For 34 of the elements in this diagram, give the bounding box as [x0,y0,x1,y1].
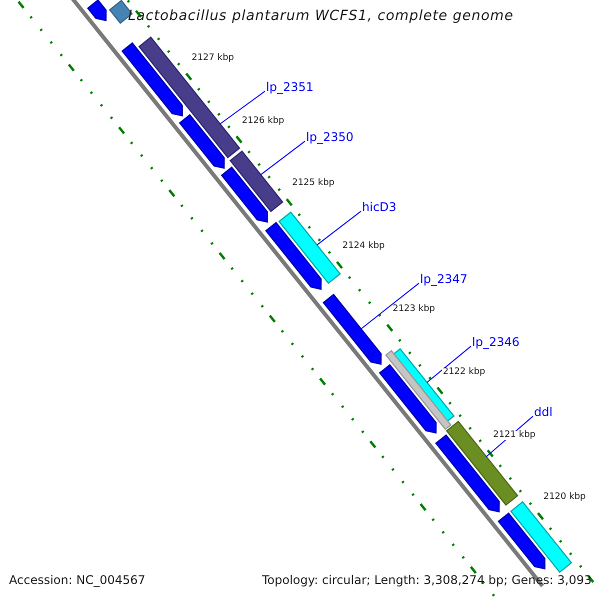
gene-label: lp_2346 [472,336,520,350]
leader-line [220,90,266,124]
gene-segment [86,0,107,22]
gene-segment [265,222,322,290]
gene-segment [220,166,268,223]
gene-segment [378,364,437,434]
gene-segment [322,294,382,365]
scale-label: 2124 kbp [341,242,386,252]
scale-label: 2126 kbp [240,116,286,126]
gene-label: lp_2347 [420,273,468,286]
leader-line [260,140,306,176]
scale-label: 2121 kbp [492,430,537,440]
gene-bar [138,36,240,158]
footer-text: Accession: NC_004567 [9,574,146,588]
scale-label: 2127 kbp [190,54,236,64]
gene-segment [498,512,546,570]
gene-segment [178,114,225,169]
scale-label: 2120 kbp [542,493,587,504]
gene-label: ddl [534,406,553,420]
leader-line [360,282,420,330]
gene-segment [121,42,183,117]
gene-label: lp_2350 [306,131,354,144]
title: Lactobacillus plantarum WCFS1, complete genome [128,9,514,24]
scale-label: 2122 kbp [442,368,486,378]
gene-bar [229,150,284,212]
leader-line [426,346,472,383]
gene-bar [278,211,341,284]
leader-line [316,210,362,246]
gene-label: lp_2351 [266,81,314,94]
gene-bar [510,501,572,574]
gene-bar [446,420,518,506]
gene-label: hicD3 [362,201,396,214]
scale-label: 2125 kbp [291,179,336,190]
scale-label: 2123 kbp [392,304,436,315]
